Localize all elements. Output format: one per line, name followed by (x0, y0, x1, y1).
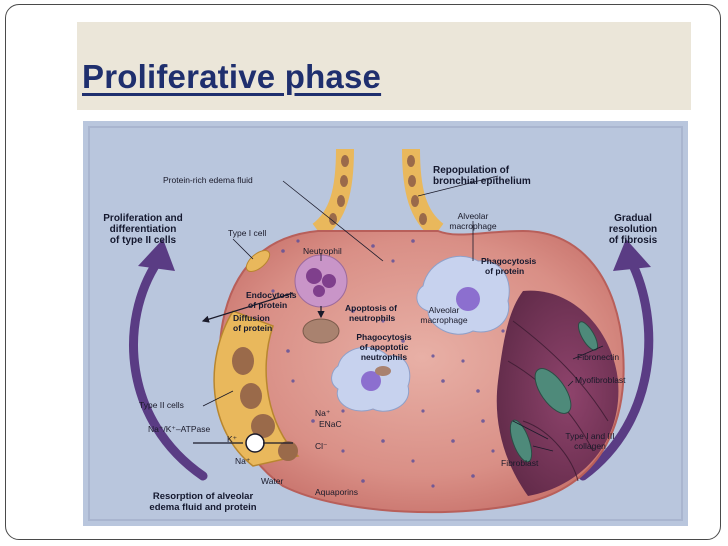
myofibroblast-cell (534, 368, 572, 414)
label-gradual-line3: of fibrosis (608, 235, 658, 246)
label-phagocytosis-protein-line1: Phagocytosis (481, 256, 537, 266)
label-gradual-line2: resolution (608, 224, 658, 235)
label-phagocytosis-protein-line2: of protein (485, 266, 525, 276)
label-alveolar-macrophage-mid-line2: macrophage (420, 315, 468, 325)
label-repopulation-line2: bronchial epithelium (433, 176, 531, 187)
label-proliferation-line1: Proliferation and (103, 213, 183, 224)
label-apoptosis-line2: neutrophils (349, 313, 396, 323)
neutrophil-cell (294, 254, 348, 308)
type-ii-cell-layer (213, 310, 300, 467)
label-type-ii-cells: Type II cells (139, 400, 184, 410)
slide-title: Proliferative phase (82, 58, 382, 95)
apoptotic-neutrophil (302, 318, 340, 344)
alveolar-macrophage-bottom (331, 346, 411, 412)
label-diffusion-line1: Diffusion (233, 313, 270, 323)
label-endocytosis-line2: of protein (248, 300, 288, 310)
label-diffusion-line2: of protein (233, 323, 273, 333)
label-cl-minus: Cl⁻ (315, 441, 328, 451)
label-proliferation-line3: of type II cells (109, 235, 177, 246)
label-type-i-iii-collagen-line1: Type I and III (565, 431, 615, 441)
alveolar-macrophage-top (416, 255, 510, 335)
label-na-k-atpase: Na⁺/K⁺–ATPase (148, 424, 211, 434)
title-band (77, 22, 691, 110)
label-repopulation-line1: Repopulation of (433, 165, 510, 176)
label-alveolar-macrophage-mid-line1: Alveolar (428, 305, 460, 315)
label-k-plus: K⁺ (227, 434, 238, 444)
label-endocytosis-line1: Endocytosis (246, 290, 297, 300)
label-phagocytosis-apoptotic-line1: Phagocytosis (356, 332, 412, 342)
label-neutrophil: Neutrophil (303, 246, 342, 256)
label-resorption-line1: Resorption of alveolar (152, 491, 254, 502)
label-alveolar-macrophage-top-line2: macrophage (449, 221, 497, 231)
label-apoptosis-line1: Apoptosis of (345, 303, 397, 313)
label-na-plus-upper: Na⁺ (315, 408, 331, 418)
label-fibronectin: Fibronectin (577, 352, 620, 362)
label-type-i-iii-collagen-line2: collagen (574, 441, 606, 451)
label-proliferation-line2: differentiation (109, 224, 177, 235)
fibroblast-cell (509, 419, 533, 463)
label-gradual-line1: Gradual (614, 213, 652, 224)
label-alveolar-macrophage-top-line1: Alveolar (457, 211, 489, 221)
label-phagocytosis-apoptotic-line3: neutrophils (360, 352, 408, 362)
left-curved-arrow-head (138, 239, 175, 271)
label-myofibroblast: Myofibroblast (575, 375, 626, 385)
label-fibroblast: Fibroblast (501, 458, 539, 468)
right-curved-arrow (578, 256, 654, 481)
alveolus-diagram: Protein-rich edema fluid Repopulation of… (83, 121, 688, 526)
label-phagocytosis-apoptotic-line2: of apoptotic (359, 342, 409, 352)
label-water: Water (261, 476, 284, 486)
na-k-atpase-pump (245, 433, 265, 453)
label-aquaporins: Aquaporins (315, 487, 359, 497)
left-curved-arrow (129, 256, 208, 481)
type-i-cell (245, 250, 271, 272)
label-enac: ENaC (319, 419, 342, 429)
right-curved-arrow-head (613, 239, 651, 271)
label-protein-rich-edema-fluid: Protein-rich edema fluid (163, 175, 253, 185)
alveolus-illustration (88, 126, 683, 521)
label-type-i-cell: Type I cell (228, 228, 267, 238)
label-na-plus-lower: Na⁺ (235, 456, 251, 466)
label-resorption-line2: edema fluid and protein (149, 502, 257, 513)
